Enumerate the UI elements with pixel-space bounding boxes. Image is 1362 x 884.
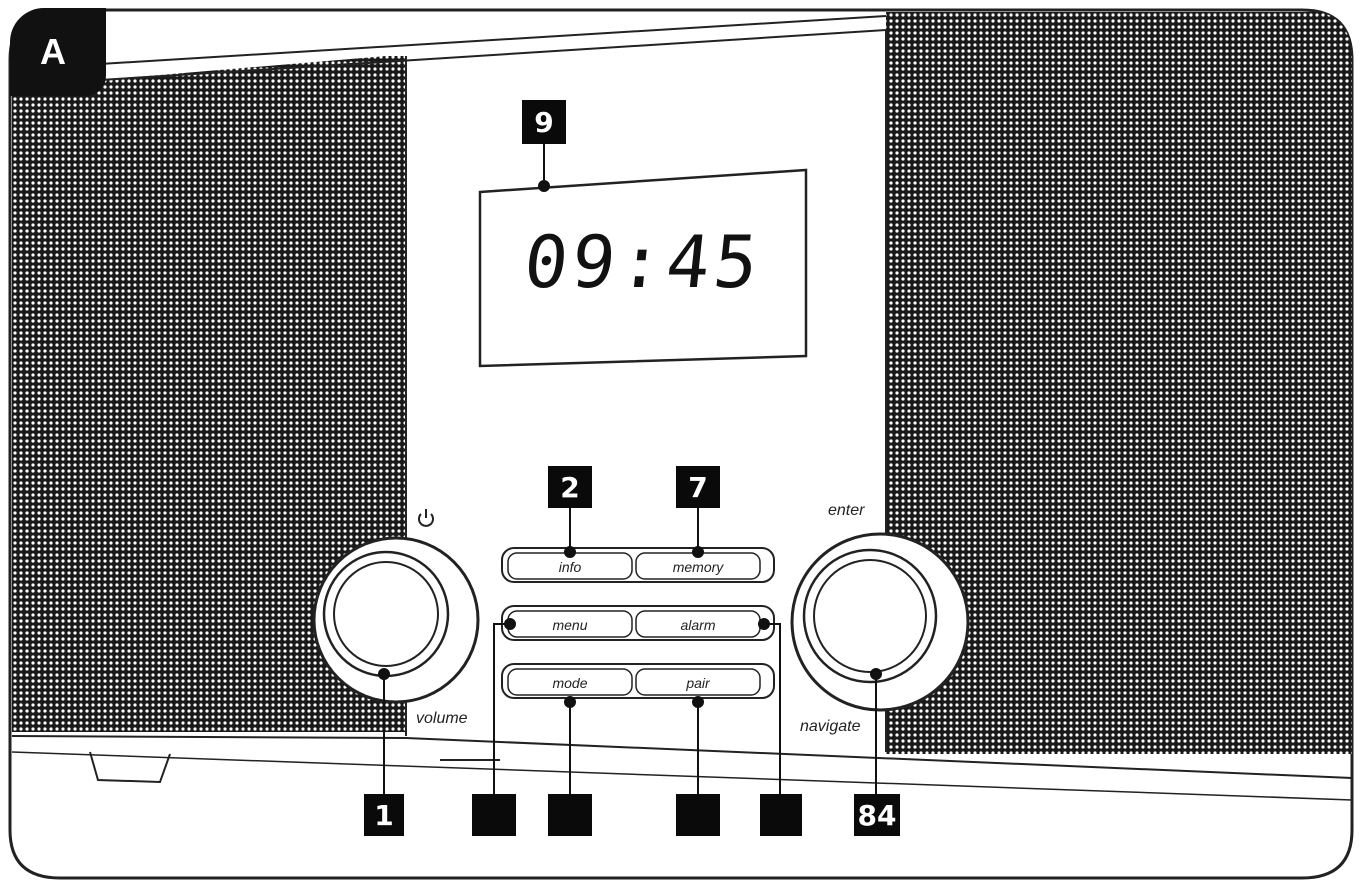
navigate-label: navigate [800,718,861,735]
pair-button-label: pair [685,675,711,691]
left-foot [89,751,171,784]
alarm-button-label: alarm [680,617,715,633]
base-line [11,735,1353,779]
callout-navigate-knob: 84 [854,794,900,836]
menu-button-label: menu [552,617,587,633]
button-row-2: menu alarm [501,605,775,641]
callout-alarm [760,794,802,836]
mode-button-label: mode [552,675,587,691]
memory-button-label: memory [673,559,725,575]
callout-mode [548,794,592,836]
mode-button[interactable] [507,668,633,696]
callout-display: 9 [522,100,566,144]
volume-knob[interactable] [312,536,480,704]
callout-menu [472,794,516,836]
button-row-3: mode pair [501,663,775,699]
pair-button[interactable] [635,668,761,696]
display-screen [478,168,808,368]
callout-pair [676,794,720,836]
leader-lines [378,142,882,796]
volume-label: volume [416,710,468,727]
figure-tag: A [10,8,106,96]
callout-memory: 7 [676,466,720,508]
callout-info: 2 [548,466,592,508]
enter-label: enter [828,502,865,519]
top-trim-band [12,12,886,96]
info-button-label: info [559,559,582,575]
callout-volume-knob: 1 [364,794,404,836]
display-time: 09:45 [520,220,766,304]
navigate-knob[interactable] [790,532,970,712]
button-row-1: info memory [501,547,775,583]
power-icon [418,509,434,527]
